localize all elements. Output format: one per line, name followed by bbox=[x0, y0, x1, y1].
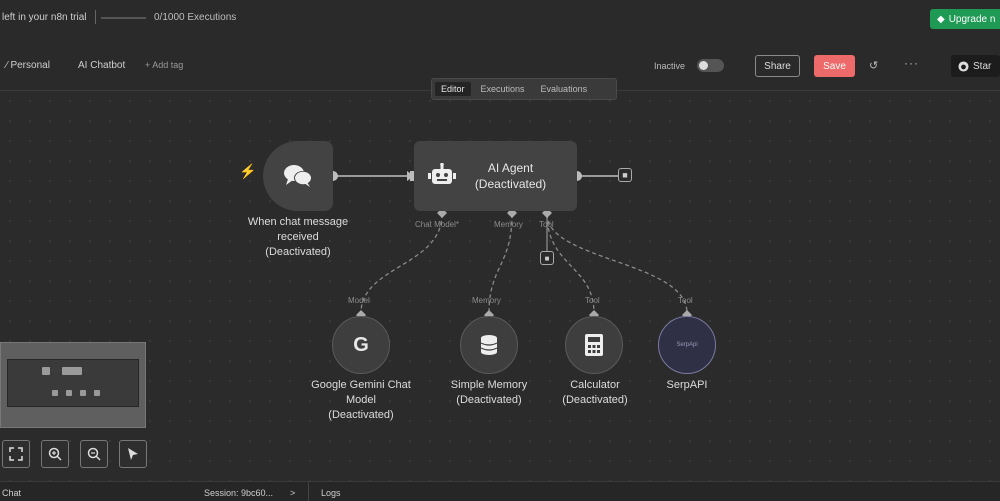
robot-icon bbox=[428, 163, 456, 184]
ai-agent-node[interactable]: AI Agent (Deactivated) bbox=[414, 141, 577, 211]
upgrade-button[interactable]: ◆ Upgrade n bbox=[930, 9, 1000, 29]
divider bbox=[308, 482, 309, 501]
select-mode-button[interactable] bbox=[119, 440, 147, 468]
zoom-out-button[interactable] bbox=[80, 440, 108, 468]
tab-editor[interactable]: Editor bbox=[435, 82, 471, 96]
cursor-icon bbox=[128, 448, 138, 460]
database-icon bbox=[480, 335, 498, 355]
calculator-node[interactable] bbox=[565, 316, 623, 374]
chat-trigger-node[interactable] bbox=[263, 141, 333, 211]
divider bbox=[95, 10, 96, 24]
gemini-model-node[interactable]: G bbox=[332, 316, 390, 374]
port-label-tool: Tool bbox=[585, 296, 600, 305]
breadcrumb-project[interactable]: ∕ Personal bbox=[6, 60, 50, 71]
github-icon bbox=[958, 60, 969, 72]
upgrade-label: Upgrade n bbox=[948, 13, 996, 25]
history-icon[interactable]: ↺ bbox=[869, 60, 879, 72]
chat-panel-tab[interactable]: Chat bbox=[2, 488, 22, 498]
session-id: Session: 9bc60... bbox=[204, 488, 274, 498]
serpapi-label: SerpAPI bbox=[666, 379, 708, 391]
trigger-label: When chat message received (Deactivated) bbox=[247, 216, 349, 258]
trigger-bolt-icon: ⚡ bbox=[239, 163, 257, 179]
serpapi-logo: SerpApi bbox=[676, 342, 698, 348]
executions-progress-bar bbox=[101, 17, 146, 19]
port-label-memory: Memory bbox=[472, 296, 501, 305]
zoom-in-icon bbox=[48, 447, 62, 461]
serpapi-node[interactable]: SerpApi bbox=[658, 316, 716, 374]
view-tabs: Editor Executions Evaluations bbox=[431, 78, 617, 100]
tab-evaluations[interactable]: Evaluations bbox=[540, 84, 588, 94]
zoom-in-button[interactable] bbox=[41, 440, 69, 468]
active-toggle[interactable] bbox=[697, 59, 724, 72]
minimap-viewport bbox=[7, 359, 139, 407]
share-button[interactable]: Share bbox=[755, 55, 800, 77]
tab-executions[interactable]: Executions bbox=[480, 84, 525, 94]
github-star-button[interactable]: Star bbox=[951, 55, 1000, 77]
agent-title: AI Agent (Deactivated) bbox=[474, 161, 547, 191]
trial-text: left in your n8n trial bbox=[2, 12, 87, 23]
fit-view-icon bbox=[9, 447, 23, 461]
minimap[interactable] bbox=[0, 342, 146, 428]
bottom-panel: Chat Session: 9bc60... > Logs bbox=[0, 481, 1000, 501]
port-chat-model: Chat Model* bbox=[415, 220, 460, 229]
zoom-out-icon bbox=[87, 447, 101, 461]
active-status-label: Inactive bbox=[654, 61, 686, 71]
port-label-tool: Tool bbox=[678, 296, 693, 305]
port-memory: Memory bbox=[494, 220, 523, 229]
executions-count: 0/1000 Executions bbox=[154, 12, 237, 23]
person-icon: ∕ bbox=[6, 60, 8, 71]
plus-icon: ■ bbox=[544, 253, 550, 263]
gift-icon: ◆ bbox=[937, 13, 945, 25]
add-tag-link[interactable]: + Add tag bbox=[145, 60, 184, 70]
more-options-icon[interactable]: ··· bbox=[904, 56, 919, 70]
workflow-name[interactable]: AI Chatbot bbox=[78, 60, 126, 71]
add-node-handle[interactable]: ■ bbox=[618, 168, 632, 182]
workflow-canvas[interactable] bbox=[0, 91, 1000, 481]
chevron-right-icon[interactable]: > bbox=[290, 488, 296, 498]
calculator-label: Calculator (Deactivated) bbox=[562, 379, 628, 406]
plus-icon: ■ bbox=[622, 170, 628, 180]
calculator-icon bbox=[585, 334, 603, 356]
chat-bubbles-icon bbox=[284, 165, 312, 187]
memory-node[interactable] bbox=[460, 316, 518, 374]
trial-bar: left in your n8n trial 0/1000 Executions… bbox=[0, 0, 1000, 36]
save-button[interactable]: Save bbox=[814, 55, 855, 77]
logs-panel-tab[interactable]: Logs bbox=[321, 488, 341, 498]
add-tool-handle[interactable]: ■ bbox=[540, 251, 554, 265]
port-tool: Tool bbox=[539, 220, 554, 229]
gemini-label: Google Gemini Chat Model (Deactivated) bbox=[311, 379, 411, 421]
memory-label: Simple Memory (Deactivated) bbox=[450, 379, 528, 406]
port-label-model: Model bbox=[348, 296, 370, 305]
google-icon: G bbox=[353, 333, 369, 356]
fit-view-button[interactable] bbox=[2, 440, 30, 468]
toggle-knob bbox=[699, 61, 708, 70]
